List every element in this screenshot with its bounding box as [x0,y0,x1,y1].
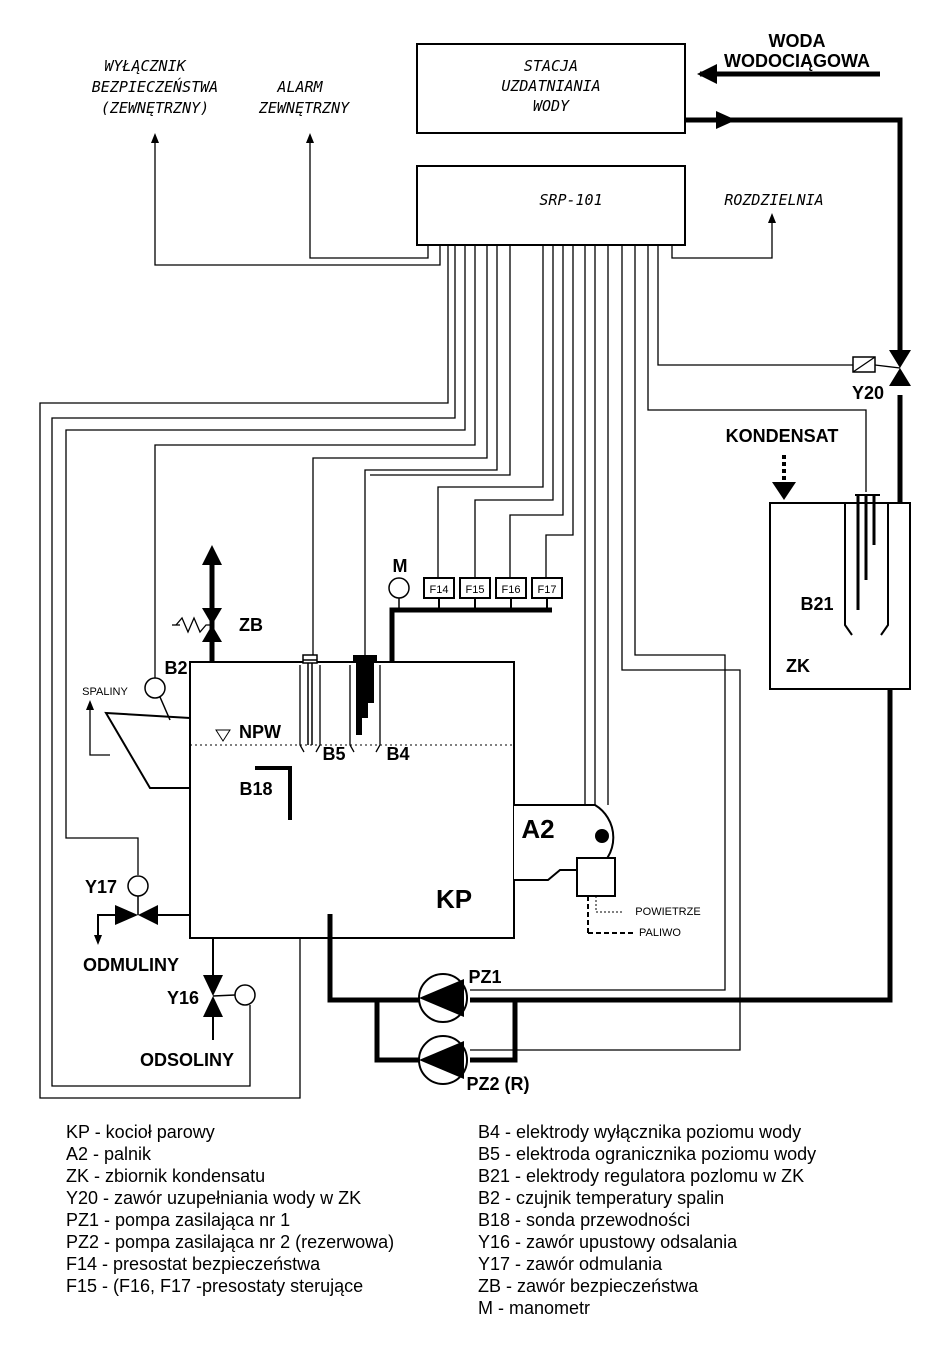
b2-sensor-icon [144,677,171,721]
alarm-label: ALARM ZEWNĘTRZNY [258,78,350,117]
pz2-suction-pipe [470,1000,518,1063]
safety-valve-zb-icon [172,545,222,662]
boiler-kp [189,661,515,939]
boiler-feed-pipe [327,914,420,1003]
legend-left-item: A2 - palnik [66,1144,152,1164]
rozdzielnia-label: ROZDZIELNIA [724,191,823,209]
legend-left-item: F14 - presostat bezpieczeństwa [66,1254,321,1274]
paliwo-label: PALIWO [639,927,681,939]
pz1-label: PZ1 [468,967,501,987]
a2-label: A2 [521,814,554,844]
b5-electrode [299,654,321,753]
y16-valve-icon [203,938,256,1040]
y17-label: Y17 [85,877,117,897]
alarm-line-2: ZEWNĘTRZNY [258,99,350,117]
kp-label: KP [436,884,472,914]
b4-electrodes [349,655,381,753]
b4-label: B4 [386,744,409,764]
alarm-wire [306,133,429,259]
f15-label: F15 [466,584,485,596]
flue-gas-duct [86,700,191,789]
legend-right: B4 - elektrody wyłącznika poziomu wody B… [478,1122,816,1318]
burner-a2 [514,804,635,934]
safety-switch-wire [151,133,441,266]
legend-right-item: B18 - sonda przewodności [478,1210,690,1230]
rozdzielnia-wire [671,213,776,259]
m-label: M [393,556,408,576]
spaliny-label: SPALINY [82,686,128,698]
y17-valve-icon [94,875,190,945]
water-supply-label: WODA WODOCIĄGOWA [724,31,870,71]
b18-label: B18 [239,779,272,799]
zk-label: ZK [786,656,810,676]
srp-label: SRP-101 [539,191,602,209]
pump-pz2-icon [418,1035,468,1085]
woda-line-2: WODOCIĄGOWA [724,51,870,71]
treated-water-arrow [716,111,736,129]
f14-label: F14 [430,584,449,596]
pressostat-f17: F17 [531,577,563,610]
b21-label: B21 [800,594,833,614]
legend-right-item: B2 - czujnik temperatury spalin [478,1188,724,1208]
legend-left-item: F15 - (F16, F17 -presostaty sterujące [66,1276,363,1296]
safety-switch-label: WYŁĄCZNIK BEZPIECZEŃSTWA (ZEWNĘTRZNY) [92,57,218,117]
pressostat-f14: F14 [423,577,455,610]
wylacznik-line-2: BEZPIECZEŃSTWA [92,77,218,96]
legend-left-item: Y20 - zawór uzupełniania wody w ZK [66,1188,361,1208]
condensate-arrow [772,482,796,500]
legend-right-item: M - manometr [478,1298,590,1318]
srp-101-controller: SRP-101 [416,165,686,246]
wylacznik-line-3: (ZEWNĘTRZNY) [101,99,209,117]
legend-right-item: B5 - elektroda ogranicznika poziomu wody [478,1144,816,1164]
b18-probe [255,766,292,820]
b2-label: B2 [164,658,187,678]
wylacznik-line-1: WYŁĄCZNIK [104,57,186,75]
b5-label: B5 [322,744,345,764]
legend-left-item: KP - kocioł parowy [66,1122,215,1142]
pressure-line [389,607,552,662]
odsoliny-label: ODSOLINY [140,1050,234,1070]
legend-left-item: ZK - zbiornik kondensatu [66,1166,265,1186]
alarm-line-1: ALARM [276,78,323,96]
legend-right-item: Y16 - zawór upustowy odsalania [478,1232,738,1252]
y20-valve-icon [852,350,911,386]
legend-left-item: PZ2 - pompa zasilająca nr 2 (rezerwowa) [66,1232,394,1252]
pz2-pressure-pipe [374,1000,420,1063]
stacja-line-2: UZDATNIANIA [501,77,600,95]
powietrze-label: POWIETRZE [635,906,700,918]
f17-label: F17 [538,584,557,596]
pressostat-f16: F16 [495,577,527,610]
pressostat-f15: F15 [459,577,491,610]
manometer-icon [388,577,410,610]
pump-pz1-icon [418,973,468,1023]
zb-label: ZB [239,615,263,635]
legend-right-item: B21 - elektrody regulatora pozlomu w ZK [478,1166,804,1186]
treated-water-pipe [685,117,903,350]
controller-wires [39,245,867,1099]
legend-right-item: ZB - zawór bezpieczeństwa [478,1276,699,1296]
npw-marker-icon [215,729,231,742]
y20-label: Y20 [852,383,884,403]
y16-label: Y16 [167,988,199,1008]
pz2-label: PZ2 (R) [467,1074,530,1094]
legend-right-item: Y17 - zawór odmulania [478,1254,663,1274]
legend-left-item: PZ1 - pompa zasilająca nr 1 [66,1210,290,1230]
zk-outlet-pipe [470,689,893,1003]
legend-right-item: B4 - elektrody wyłącznika poziomu wody [478,1122,801,1142]
f16-label: F16 [502,584,521,596]
water-supply-arrow [697,64,717,84]
zk-tank [769,494,911,690]
stacja-uzdatniania-box: STACJA UZDATNIANIA WODY [416,43,686,134]
stacja-line-3: WODY [533,97,570,115]
stacja-line-1: STACJA [524,57,578,75]
legend-left: KP - kocioł parowy A2 - palnik ZK - zbio… [66,1122,394,1296]
npw-label: NPW [239,722,281,742]
kondensat-label: KONDENSAT [726,426,839,446]
woda-line-1: WODA [769,31,826,51]
odmuliny-label: ODMULINY [83,955,179,975]
